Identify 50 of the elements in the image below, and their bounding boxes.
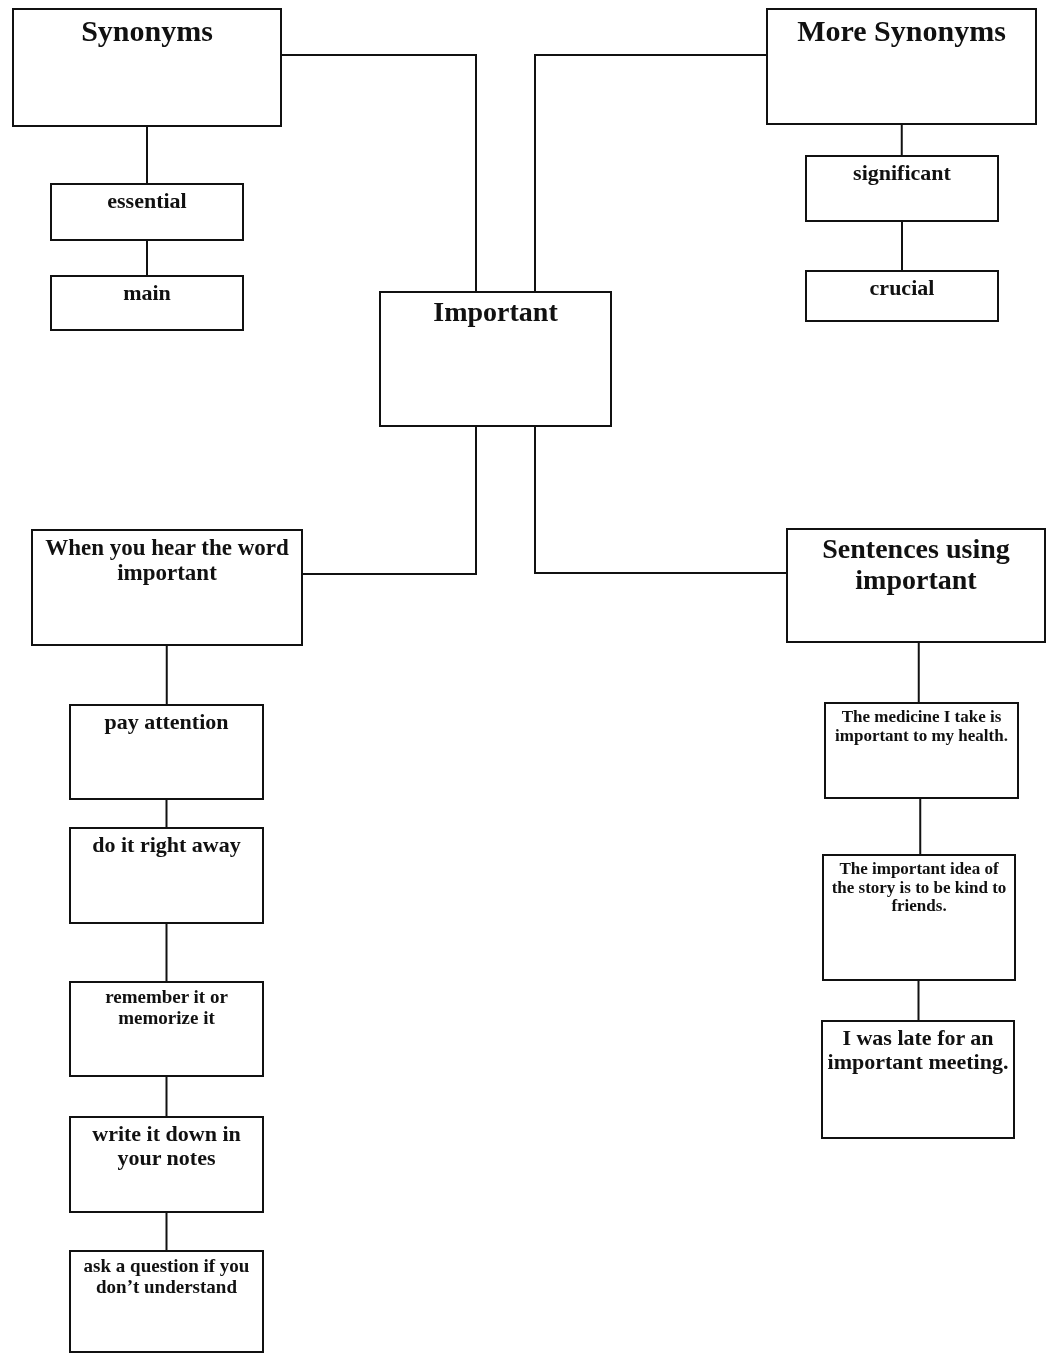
box-label: When you hear the word important bbox=[44, 535, 290, 586]
box-label: ask a question if you don’t understand bbox=[82, 1256, 251, 1298]
text-box bbox=[69, 704, 264, 800]
connector-line bbox=[917, 980, 920, 1021]
connector-line bbox=[901, 221, 903, 271]
text-box bbox=[69, 1116, 264, 1213]
box-label: Sentences using important bbox=[821, 534, 1011, 596]
text-box bbox=[50, 183, 244, 241]
text-box bbox=[69, 827, 264, 924]
connector-line bbox=[146, 126, 148, 184]
connector-line bbox=[165, 923, 168, 982]
connector-line bbox=[900, 124, 903, 156]
box-label: Important bbox=[433, 297, 558, 328]
connector-line bbox=[281, 54, 477, 292]
box-label: The medicine I take is important to my health. bbox=[834, 708, 1009, 746]
connector-line bbox=[146, 240, 148, 276]
connector-line bbox=[165, 799, 168, 828]
box-label: The important idea of the story is to be kind to friends. bbox=[830, 860, 1008, 917]
text-box bbox=[821, 1020, 1015, 1139]
text-box bbox=[766, 8, 1037, 125]
box-label: More Synonyms bbox=[797, 14, 1006, 47]
box-label: Synonyms bbox=[81, 14, 213, 47]
text-box bbox=[824, 702, 1019, 799]
box-label: remember it or memorize it bbox=[104, 987, 229, 1029]
box-label: do it right away bbox=[92, 833, 241, 858]
connector-line bbox=[165, 1212, 168, 1251]
text-box bbox=[31, 529, 303, 646]
connector-line bbox=[919, 798, 922, 855]
connector-line bbox=[917, 642, 920, 703]
box-label: write it down in your notes bbox=[91, 1122, 242, 1171]
text-box bbox=[69, 1250, 264, 1353]
box-label: pay attention bbox=[104, 710, 229, 735]
connector-line bbox=[534, 426, 787, 574]
text-box bbox=[12, 8, 282, 127]
connector-line bbox=[165, 1076, 168, 1117]
text-box bbox=[50, 275, 244, 331]
text-box bbox=[805, 270, 999, 322]
text-box bbox=[805, 155, 999, 222]
connector-line bbox=[165, 645, 168, 705]
text-box bbox=[822, 854, 1016, 981]
text-box bbox=[786, 528, 1046, 643]
box-label: I was late for an important meeting. bbox=[827, 1026, 1009, 1075]
text-box bbox=[69, 981, 264, 1077]
box-label: crucial bbox=[869, 276, 935, 301]
box-label: significant bbox=[853, 161, 951, 186]
connector-line bbox=[302, 426, 477, 575]
text-box bbox=[379, 291, 612, 427]
connector-line bbox=[534, 54, 767, 292]
box-label: main bbox=[123, 281, 171, 306]
box-label: essential bbox=[107, 189, 187, 214]
